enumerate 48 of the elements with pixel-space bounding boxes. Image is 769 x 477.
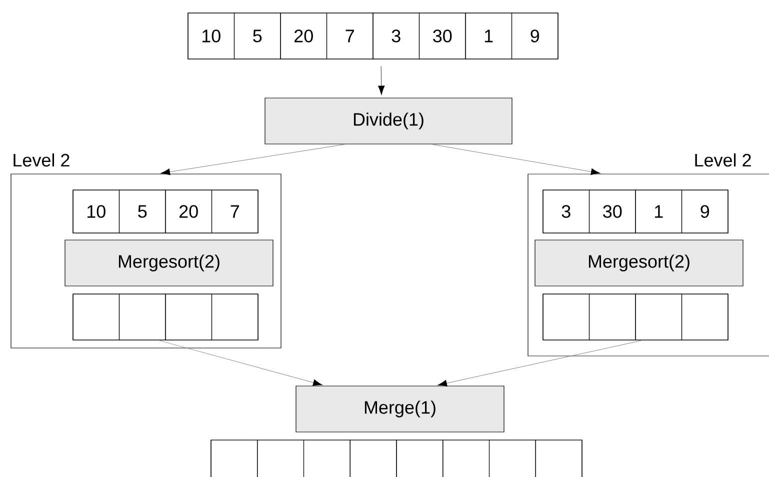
arrow <box>160 144 346 176</box>
array-cell <box>350 440 397 477</box>
arrow <box>158 340 322 386</box>
array-cell <box>118 294 166 340</box>
array-cell <box>681 294 728 340</box>
panel-heading: Level 2 <box>695 153 751 167</box>
array-cell <box>635 294 682 340</box>
array-cell <box>442 440 490 477</box>
array-cell <box>535 440 582 477</box>
array-cell: 1 <box>465 12 512 60</box>
array-cell: 5 <box>234 12 281 60</box>
array-cell <box>303 440 350 477</box>
array-cell: 3 <box>372 12 420 60</box>
process-box: Divide(1) <box>264 98 512 144</box>
array-box <box>188 12 558 60</box>
process-box: Mergesort(2) <box>534 240 744 286</box>
array-cell <box>396 440 444 477</box>
process-box: Mergesort(2) <box>64 240 274 286</box>
array-cell: 7 <box>211 190 258 234</box>
array-cell <box>211 294 258 340</box>
array-cell: 10 <box>72 190 120 234</box>
arrow <box>378 66 385 95</box>
array-box <box>542 294 728 340</box>
array-cell <box>488 440 536 477</box>
array-cell: 3 <box>542 190 590 234</box>
panel-heading: Level 2 <box>14 153 70 167</box>
arrow <box>431 144 600 175</box>
array-cell <box>257 440 304 477</box>
array-cell <box>165 294 212 340</box>
array-cell: 9 <box>681 190 728 234</box>
array-cell: 30 <box>588 190 636 234</box>
array-cell: 7 <box>326 12 374 60</box>
array-box <box>542 190 728 234</box>
array-cell: 10 <box>188 12 235 60</box>
array-cell <box>210 440 258 477</box>
array-cell: 20 <box>165 190 212 234</box>
array-cell: 5 <box>118 190 166 234</box>
array-cell <box>72 294 120 340</box>
array-cell <box>542 294 590 340</box>
arrow <box>438 340 643 386</box>
array-box <box>72 190 258 234</box>
array-cell: 20 <box>280 12 328 60</box>
array-cell: 9 <box>511 12 558 60</box>
array-box <box>72 294 258 340</box>
process-box: Merge(1) <box>296 386 504 432</box>
array-cell: 1 <box>635 190 682 234</box>
array-cell <box>588 294 636 340</box>
array-cell: 30 <box>418 12 466 60</box>
